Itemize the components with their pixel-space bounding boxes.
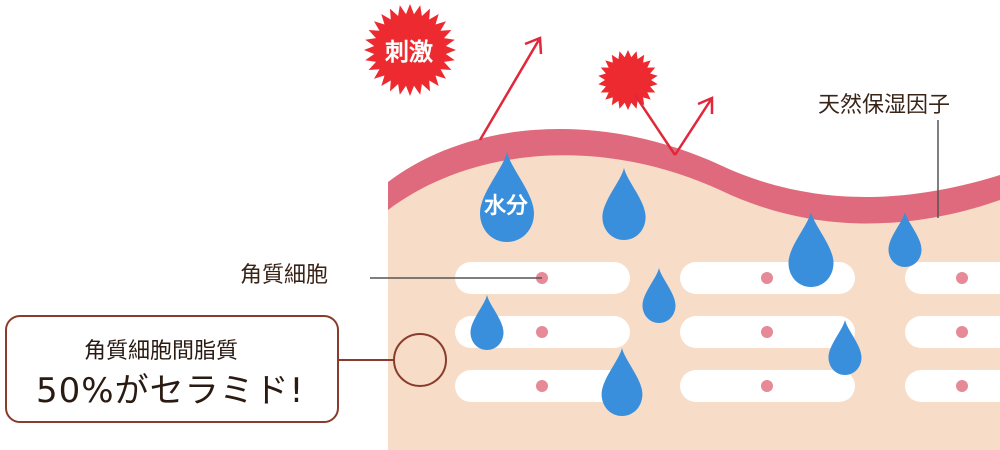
arrow-icon	[478, 36, 543, 141]
callout-box	[5, 315, 339, 423]
water-label: 水分	[484, 194, 528, 219]
callout-title: 角質細胞間脂質	[84, 339, 238, 364]
arrow-icon	[633, 94, 714, 156]
barrier-band	[388, 129, 1000, 224]
callout-highlight: 50%がセラミド!	[36, 371, 304, 411]
stimulus-burst-icon	[598, 50, 658, 110]
nmf-label: 天然保湿因子	[818, 93, 950, 118]
corneocyte-label: 角質細胞	[240, 263, 328, 288]
cell-nuclei	[536, 272, 968, 392]
stimulus-label: 刺激	[385, 38, 433, 66]
stimulus-burst-icon	[364, 4, 456, 96]
lipid-highlight-circle	[393, 333, 447, 387]
